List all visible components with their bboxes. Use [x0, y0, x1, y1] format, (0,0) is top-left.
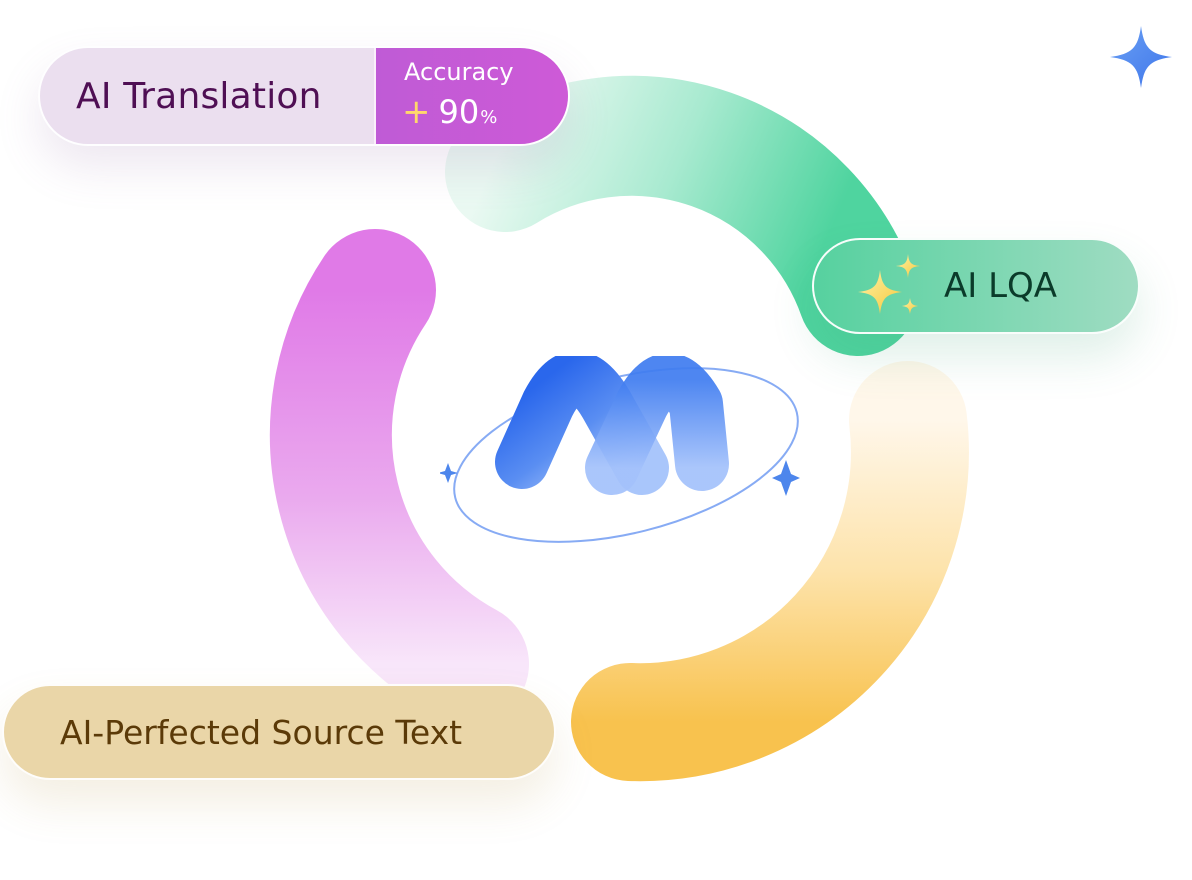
accuracy-badge: Accuracy + 90 %: [374, 48, 568, 144]
ai-perfected-source-card: AI-Perfected Source Text: [2, 684, 556, 780]
translation-ring-segment: [269, 229, 529, 725]
ai-perfected-source-label: AI-Perfected Source Text: [60, 712, 463, 752]
ai-lqa-label: AI LQA: [944, 266, 1058, 306]
ai-translation-card: AI Translation Accuracy + 90 %: [38, 46, 570, 146]
accuracy-sign: +: [402, 92, 431, 132]
ai-translation-label: AI Translation: [76, 75, 322, 117]
sparkles-icon: [858, 254, 920, 314]
four-point-star-icon: [1110, 26, 1172, 88]
accuracy-value: + 90 %: [402, 92, 497, 132]
accuracy-title: Accuracy: [404, 58, 514, 86]
ai-lqa-card: AI LQA: [812, 238, 1140, 334]
accuracy-unit: %: [480, 107, 498, 128]
m-logo-icon: [440, 356, 800, 543]
accuracy-number: 90: [438, 93, 480, 131]
source-ring-segment: [571, 361, 969, 782]
lqa-ring-segment: [445, 75, 918, 356]
